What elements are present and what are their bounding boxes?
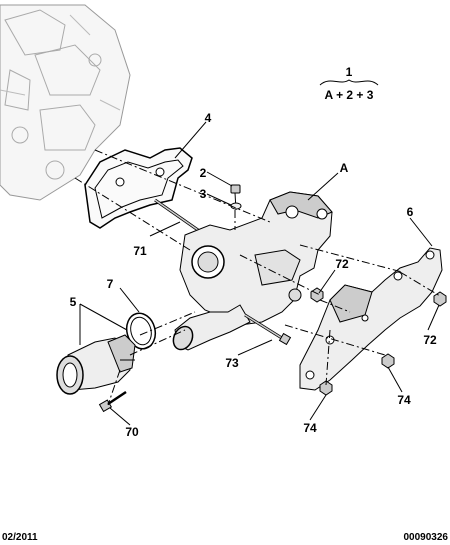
callout-70: 70 [125, 425, 139, 439]
nut-72-right [433, 291, 447, 307]
footer-date: 02/2011 [2, 532, 38, 543]
callout-labels: 4 2 3 A 6 71 7 5 72 72 73 70 74 74 [70, 111, 437, 439]
kit-formula: 1 A + 2 + 3 [319, 65, 379, 102]
callout-4: 4 [205, 111, 212, 125]
washer-3 [230, 202, 242, 210]
bolt-73 [244, 313, 292, 346]
callout-A: A [340, 161, 349, 175]
thermostat-housing [172, 191, 333, 351]
bolt-70 [98, 390, 127, 413]
assembly-lines [74, 149, 441, 406]
callout-71: 71 [133, 244, 147, 258]
engine-block [0, 4, 131, 201]
callout-73: 73 [225, 356, 239, 370]
callout-74-left: 74 [303, 421, 317, 435]
callout-3: 3 [200, 187, 207, 201]
bracket [299, 247, 443, 391]
formula-top: 1 [346, 65, 353, 79]
formula-bottom: A + 2 + 3 [325, 88, 374, 102]
footer-reference: 00090326 [403, 532, 449, 543]
callout-72-left: 72 [335, 257, 349, 271]
callout-2: 2 [200, 166, 207, 180]
callout-74-right: 74 [397, 393, 411, 407]
callout-5: 5 [70, 295, 77, 309]
leader-lines [79, 121, 440, 426]
nut-74-right [381, 353, 395, 369]
callout-7: 7 [107, 277, 114, 291]
thermostat [56, 334, 136, 395]
callout-6: 6 [407, 205, 414, 219]
callout-72-right: 72 [423, 333, 437, 347]
